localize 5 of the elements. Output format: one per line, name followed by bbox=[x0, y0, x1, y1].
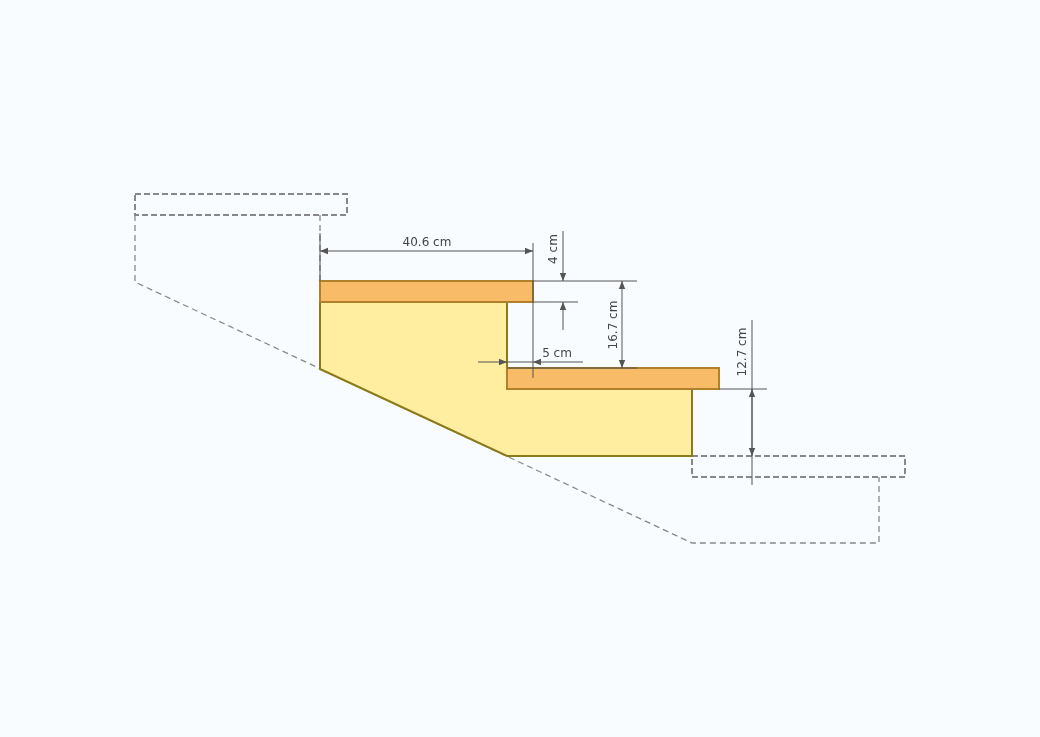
dimension-label: 40.6 cm bbox=[401, 236, 453, 248]
dimension-label: 5 cm bbox=[541, 347, 573, 359]
dimension-label: 12.7 cm bbox=[736, 326, 748, 378]
dimension-label: 4 cm bbox=[547, 233, 559, 265]
dimension-label: 16.7 cm bbox=[607, 299, 619, 351]
